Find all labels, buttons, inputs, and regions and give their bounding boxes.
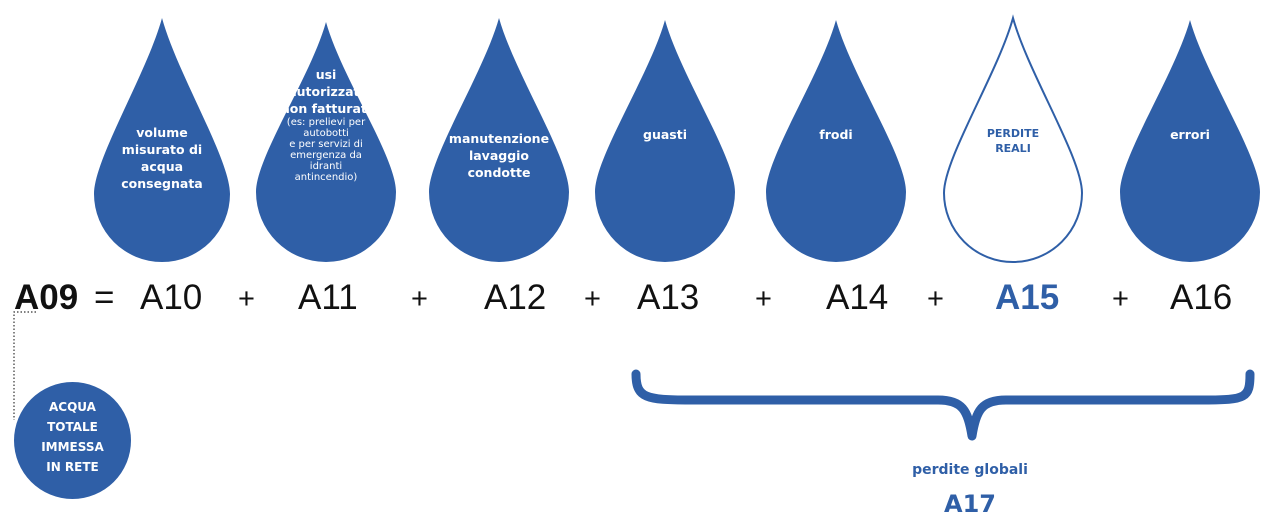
drop-a13 <box>595 20 735 262</box>
drop-label-a14: frodi <box>770 126 902 143</box>
eq-plus-3: + <box>584 283 601 315</box>
drop-a12 <box>429 18 569 262</box>
global-losses-caption: perdite globali <box>912 462 1028 478</box>
dotted-connector <box>13 311 36 420</box>
eq-term-a10: A10 <box>140 278 203 317</box>
total-water-label: ACQUA TOTALE IMMESSA IN RETE <box>41 400 104 474</box>
drop-label-a15: PERDITE REALI <box>947 126 1079 156</box>
drop-title-a16: errori <box>1170 127 1210 142</box>
drop-label-a16: errori <box>1124 126 1256 143</box>
eq-term-a15: A15 <box>995 278 1060 317</box>
eq-plus-2: + <box>411 283 428 315</box>
drop-title-a15: PERDITE REALI <box>986 127 1040 155</box>
drop-title-a13: guasti <box>643 127 687 142</box>
total-water-circle <box>14 382 131 499</box>
drop-a10 <box>94 18 230 262</box>
drop-a14 <box>766 20 906 262</box>
drop-title-a10: volume misurato di acqua consegnata <box>121 125 203 191</box>
curly-brace <box>631 369 1255 441</box>
eq-plus-4: + <box>755 283 772 315</box>
drop-label-a13: guasti <box>599 126 731 143</box>
eq-plus-5: + <box>927 283 944 315</box>
drop-label-a11: usi autorizzati non fatturati(es: prelie… <box>260 66 392 183</box>
eq-plus-1: + <box>238 283 255 315</box>
eq-plus-6: + <box>1112 283 1129 315</box>
drop-title-a14: frodi <box>819 127 853 142</box>
drop-a16 <box>1120 20 1260 262</box>
drop-a15 <box>942 14 1084 263</box>
global-losses-code: A17 <box>944 490 996 518</box>
eq-term-a14: A14 <box>826 278 889 317</box>
eq-lhs: A09 <box>14 278 79 317</box>
drop-label-a10: volume misurato di acqua consegnata <box>96 124 228 192</box>
drop-subtitle-a11: (es: prelievi per autobotti e per serviz… <box>286 117 366 183</box>
eq-term-a16: A16 <box>1170 278 1233 317</box>
drop-a11 <box>256 22 396 262</box>
drop-label-a12: manutenzione lavaggio condotte <box>433 130 565 181</box>
eq-equals: = <box>94 278 115 317</box>
drop-title-a11: usi autorizzati non fatturati <box>280 67 372 116</box>
eq-term-a12: A12 <box>484 278 547 317</box>
eq-term-a13: A13 <box>637 278 700 317</box>
drop-title-a12: manutenzione lavaggio condotte <box>448 131 550 180</box>
eq-term-a11: A11 <box>298 278 358 317</box>
